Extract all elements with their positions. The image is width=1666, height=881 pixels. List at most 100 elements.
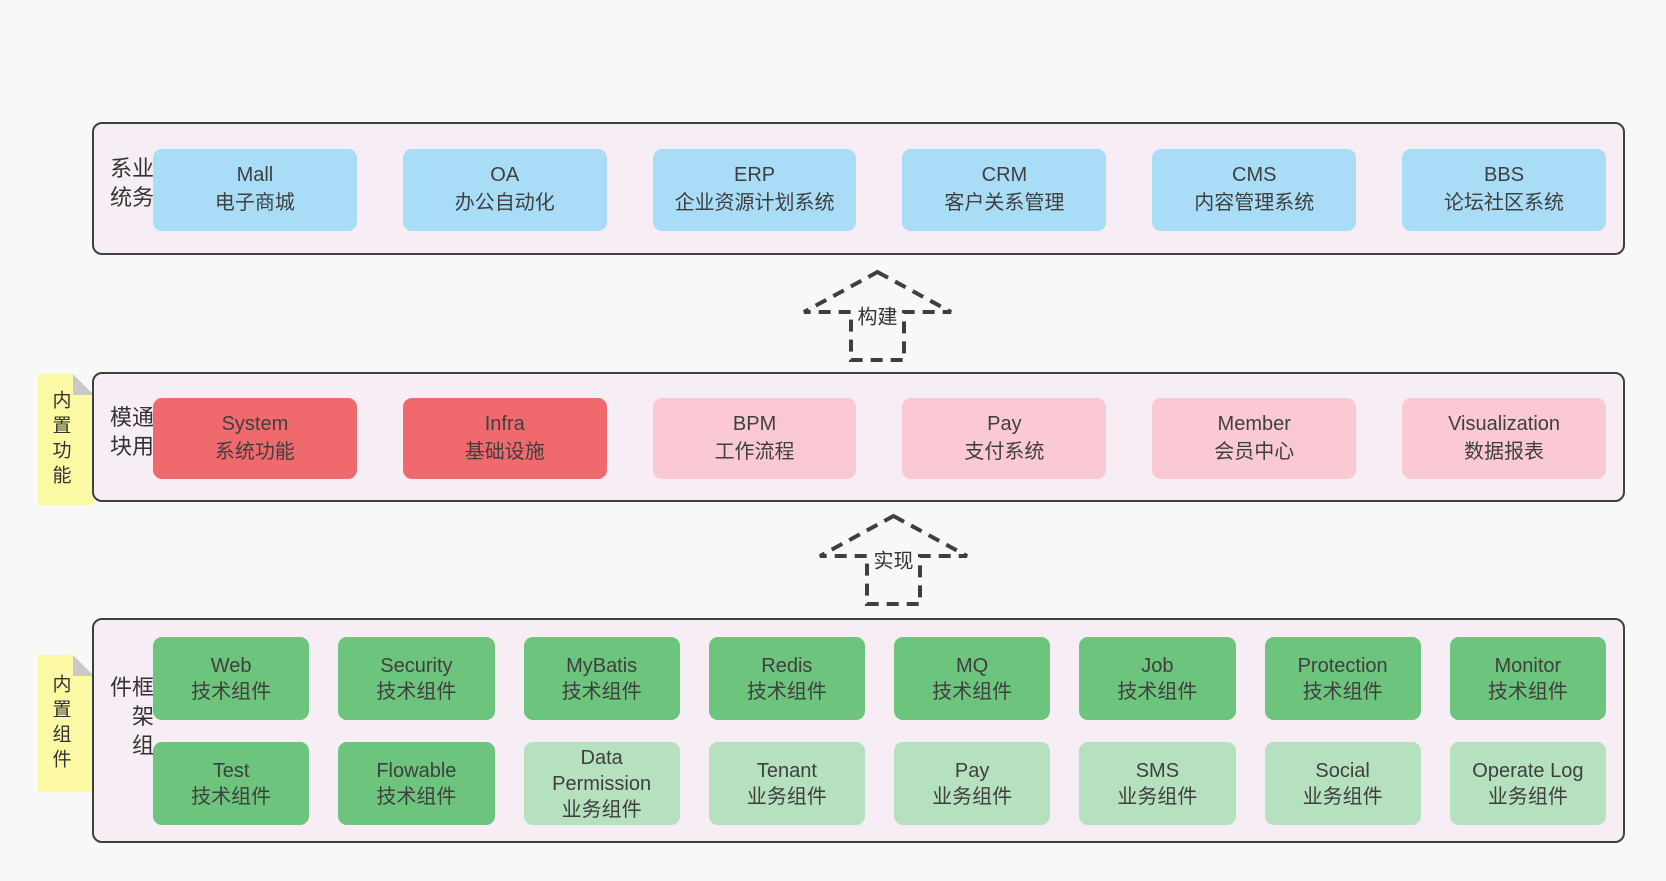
system-box: BBS 论坛社区系统	[1402, 149, 1606, 231]
system-box-name-en: Pay	[954, 759, 990, 782]
folded-corner-icon	[73, 655, 94, 676]
system-box-name-en: Social	[1315, 759, 1370, 782]
sticky-note-label: 内置功能	[49, 389, 71, 490]
system-box-name-en: Tenant	[756, 759, 817, 782]
system-box: Job 技术组件	[1079, 637, 1236, 720]
system-box-name-en: BPM	[732, 412, 777, 435]
system-box: CMS 内容管理系统	[1152, 149, 1357, 231]
system-box-name-zh: 企业资源计划系统	[674, 192, 835, 214]
system-box-name-en: Security	[380, 654, 453, 677]
band-business-systems: 业务系统 Mall 电子商城 OA 办公自动化 ERP 企业资源计划系统 CRM…	[92, 122, 1625, 255]
system-box-name-zh: 技术组件	[376, 680, 457, 703]
band-label-framework-components: 框架组件	[107, 675, 154, 763]
system-box-name-en: Visualization	[1448, 412, 1561, 435]
system-box: Pay 业务组件	[894, 742, 1051, 825]
framework-components-row-2: Test 技术组件 Flowable 技术组件 Data Permission …	[153, 742, 1606, 825]
system-box: CRM 客户关系管理	[902, 149, 1107, 231]
system-box: MQ 技术组件	[894, 637, 1051, 720]
common-modules-row: System 系统功能 Infra 基础设施 BPM 工作流程 Pay 支付系统…	[153, 398, 1606, 479]
system-box-name-en: Web	[210, 654, 252, 677]
system-box: Mall 电子商城	[153, 149, 357, 231]
system-box-name-zh: 支付系统	[964, 440, 1045, 463]
system-box: Monitor 技术组件	[1449, 637, 1606, 720]
system-box-name-en: Pay	[987, 412, 1022, 435]
system-box: Security 技术组件	[338, 637, 495, 720]
sticky-note-built-in-features: 内置功能	[38, 374, 94, 505]
system-box-name-en: CMS	[1232, 164, 1277, 187]
system-box: ERP 企业资源计划系统	[652, 149, 857, 231]
system-box: OA 办公自动化	[402, 149, 607, 231]
system-box-name-zh: 业务组件	[561, 798, 642, 821]
system-box-name-zh: 论坛社区系统	[1444, 192, 1565, 214]
system-box-name-en: Member	[1217, 412, 1291, 435]
system-box-name-zh: 系统功能	[214, 440, 295, 463]
sticky-note-built-in-components: 内置组件	[38, 655, 94, 792]
framework-components-row-1: Web 技术组件 Security 技术组件 MyBatis 技术组件 Redi…	[153, 637, 1606, 720]
system-box-name-en: Monitor	[1494, 654, 1562, 677]
system-box-name-en: Test	[212, 759, 250, 782]
system-box-name-zh: 技术组件	[191, 785, 272, 808]
system-box-name-en: Operate Log	[1472, 759, 1584, 782]
sticky-note-label: 内置组件	[49, 673, 71, 774]
arrow-build-label: 构建	[854, 299, 901, 331]
system-box: Data Permission 业务组件	[523, 742, 680, 825]
system-box-name-zh: 业务组件	[1117, 785, 1198, 808]
system-box-name-zh: 技术组件	[561, 680, 642, 703]
system-box-name-en: ERP	[734, 164, 776, 187]
system-box-name-en: OA	[490, 164, 520, 187]
system-box-name-en: Data Permission	[552, 746, 652, 795]
system-box: Redis 技术组件	[708, 637, 865, 720]
system-box-name-zh: 基础设施	[464, 440, 545, 463]
arrow-build: 构建	[800, 268, 955, 364]
system-box-name-en: CRM	[981, 164, 1028, 187]
system-box-name-en: MyBatis	[566, 654, 638, 677]
band-label-common-modules: 通用模块	[107, 405, 154, 464]
system-box: Visualization 数据报表	[1402, 398, 1606, 479]
system-box-name-zh: 技术组件	[932, 680, 1013, 703]
system-box: Pay 支付系统	[902, 398, 1107, 479]
system-box-name-zh: 业务组件	[932, 785, 1013, 808]
business-systems-row: Mall 电子商城 OA 办公自动化 ERP 企业资源计划系统 CRM 客户关系…	[153, 149, 1606, 231]
system-box-name-zh: 技术组件	[376, 785, 457, 808]
system-box-name-zh: 业务组件	[1487, 785, 1568, 808]
band-framework-components: 框架组件 Web 技术组件 Security 技术组件 MyBatis 技术组件…	[92, 618, 1625, 843]
system-box: Social 业务组件	[1264, 742, 1421, 825]
folded-corner-icon	[73, 374, 94, 395]
system-box-name-zh: 技术组件	[1117, 680, 1198, 703]
system-box-name-zh: 业务组件	[1302, 785, 1383, 808]
system-box: Flowable 技术组件	[338, 742, 495, 825]
system-box-name-en: Flowable	[376, 759, 457, 782]
system-box-name-en: Job	[1141, 654, 1174, 677]
system-box-name-zh: 数据报表	[1464, 440, 1545, 463]
system-box-name-zh: 内容管理系统	[1194, 192, 1315, 214]
system-box: Operate Log 业务组件	[1449, 742, 1606, 825]
system-box-name-en: SMS	[1135, 759, 1180, 782]
system-box-name-zh: 客户关系管理	[944, 192, 1065, 214]
system-box-name-en: MQ	[956, 654, 989, 677]
system-box: Test 技术组件	[153, 742, 310, 825]
system-box-name-en: System	[221, 412, 289, 435]
system-box-name-zh: 会员中心	[1214, 440, 1295, 463]
system-box-name-zh: 电子商城	[214, 192, 295, 214]
system-box-name-en: Redis	[761, 654, 813, 677]
system-box-name-zh: 技术组件	[1487, 680, 1568, 703]
system-box: Member 会员中心	[1152, 398, 1357, 479]
system-box-name-en: Infra	[484, 412, 525, 435]
band-common-modules: 通用模块 System 系统功能 Infra 基础设施 BPM 工作流程 Pay…	[92, 372, 1625, 502]
system-box-name-zh: 办公自动化	[454, 192, 555, 214]
system-box-name-zh: 技术组件	[191, 680, 272, 703]
arrow-implement: 实现	[816, 512, 971, 608]
system-box-name-zh: 技术组件	[746, 680, 827, 703]
system-box: Infra 基础设施	[402, 398, 607, 479]
system-box-name-zh: 业务组件	[746, 785, 827, 808]
system-box: MyBatis 技术组件	[523, 637, 680, 720]
system-box-name-en: Protection	[1297, 654, 1388, 677]
system-box: SMS 业务组件	[1079, 742, 1236, 825]
system-box: Web 技术组件	[153, 637, 310, 720]
system-box-name-en: Mall	[236, 164, 274, 187]
system-box-name-zh: 工作流程	[714, 440, 795, 463]
system-box: System 系统功能	[153, 398, 357, 479]
system-box-name-zh: 技术组件	[1302, 680, 1383, 703]
arrow-implement-label: 实现	[870, 543, 917, 575]
